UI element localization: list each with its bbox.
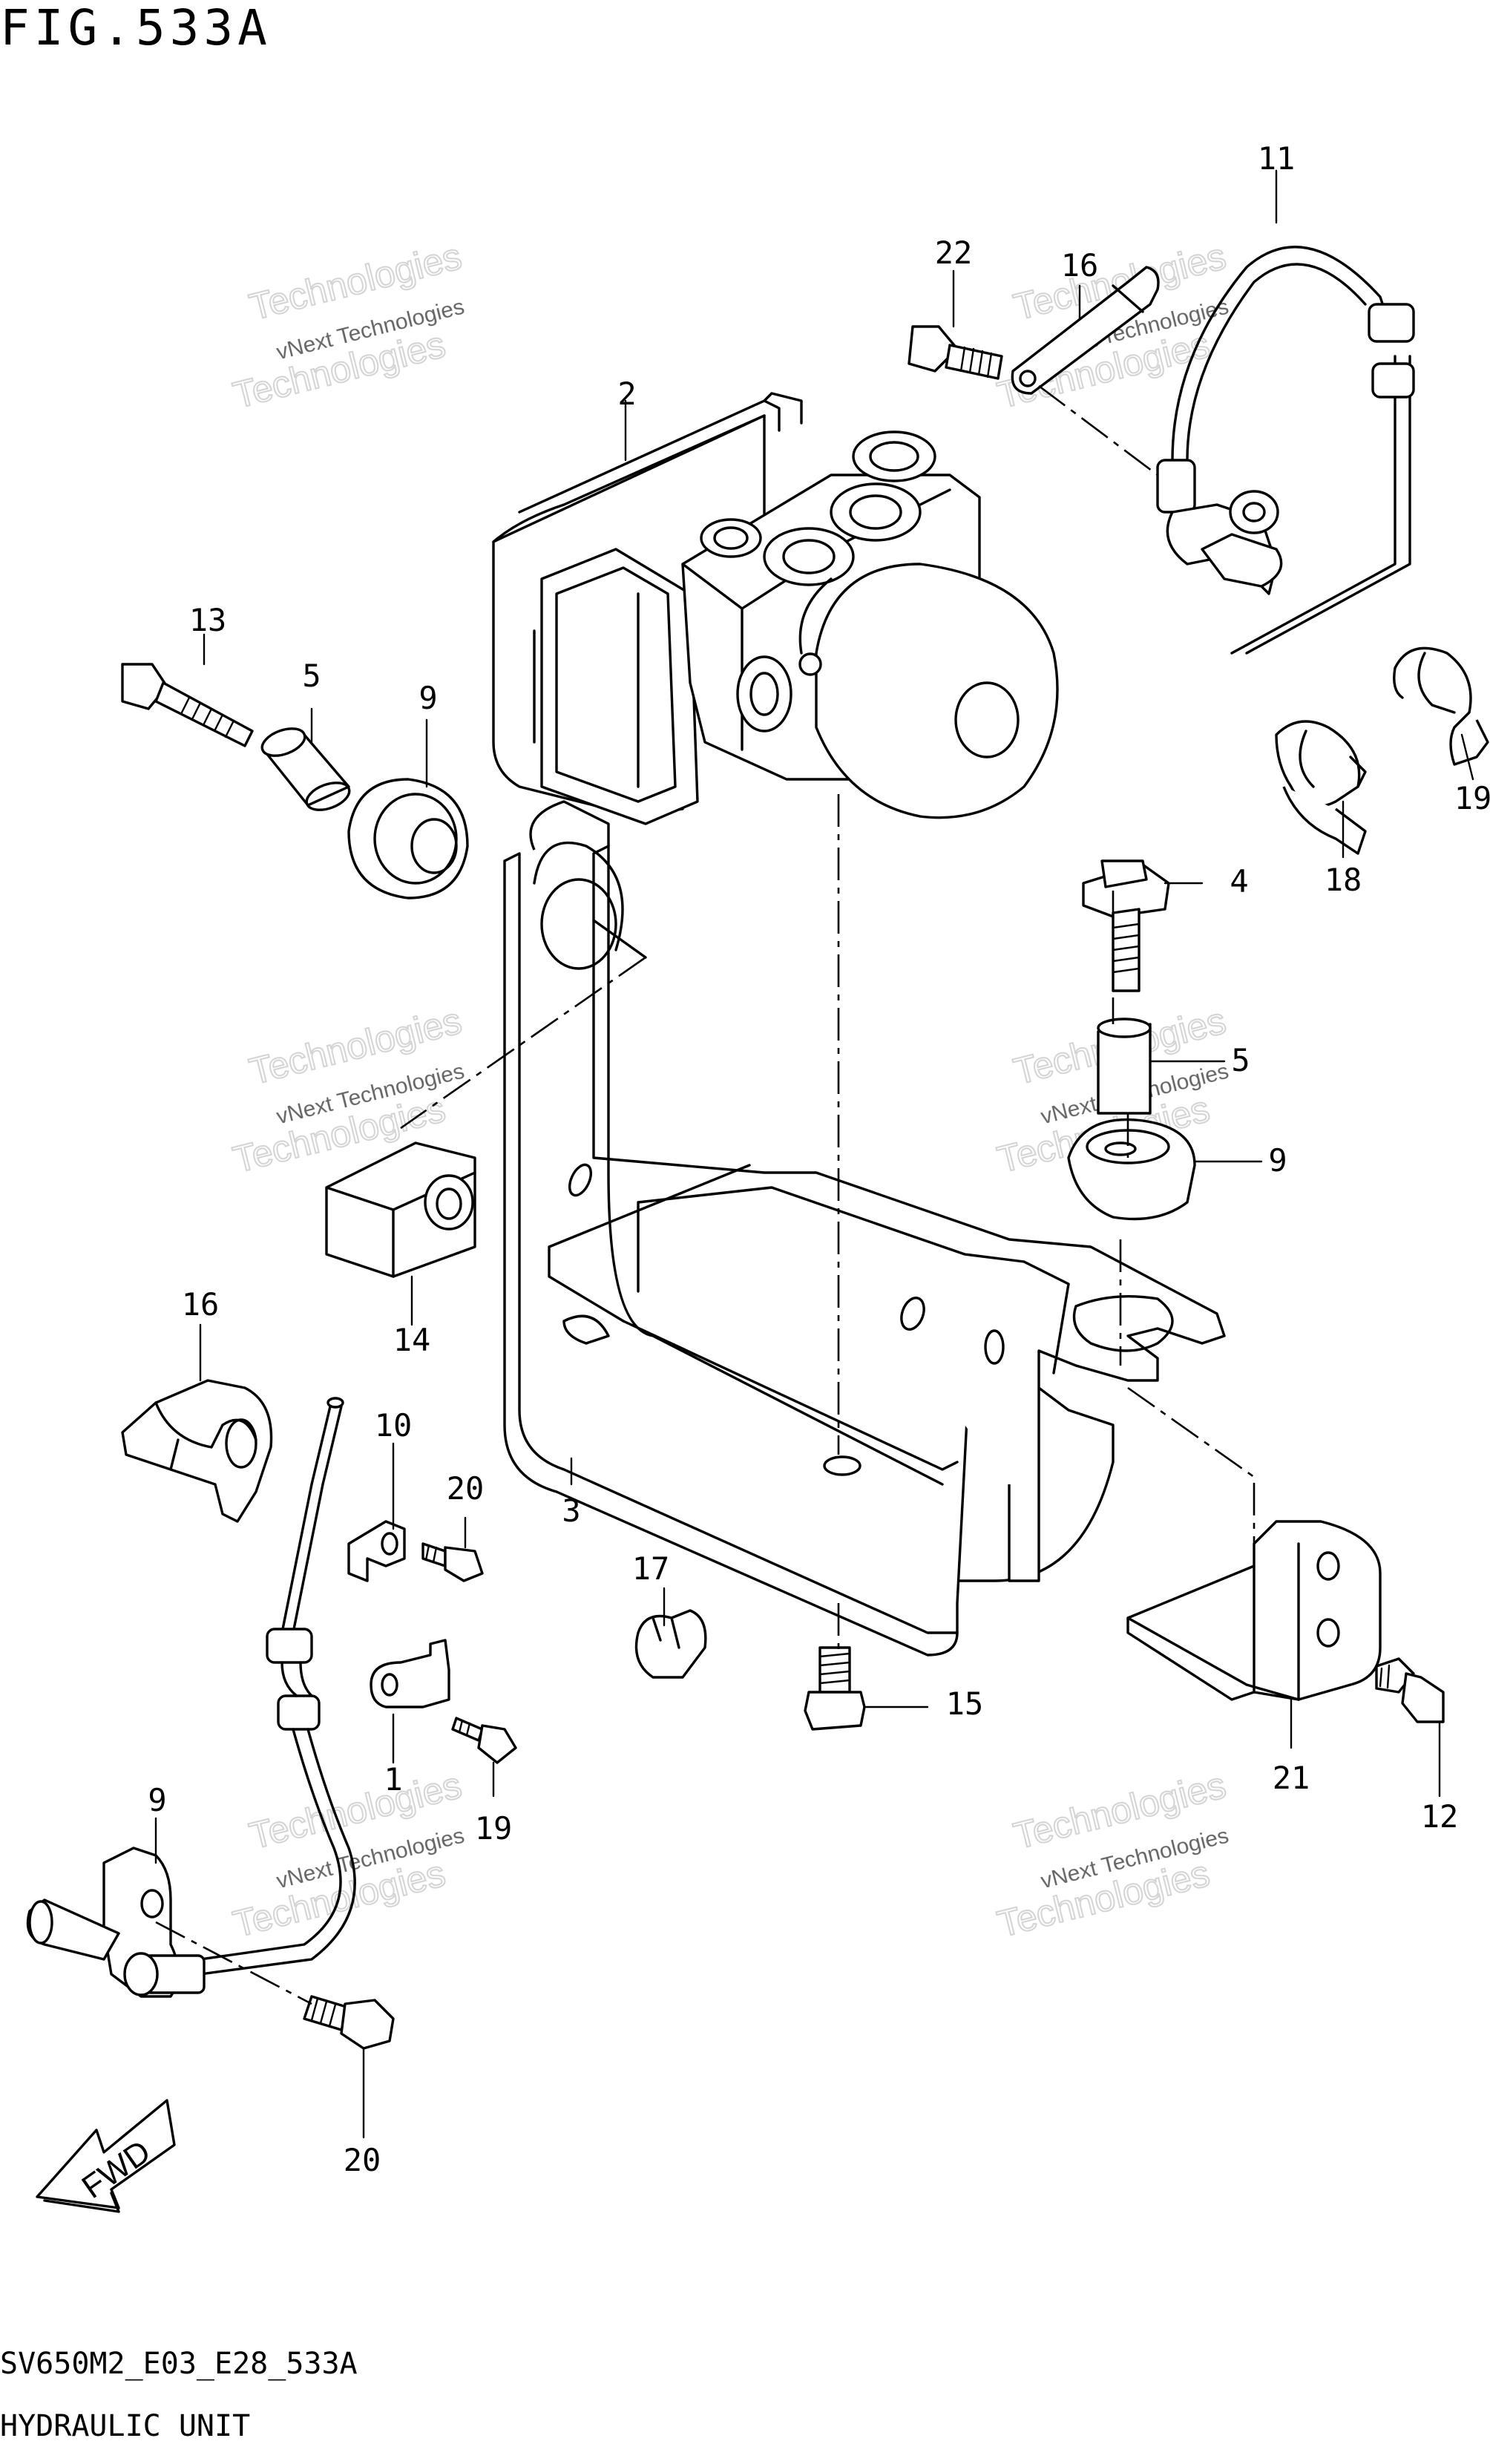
callout-22: 22 bbox=[935, 235, 973, 271]
part-8-sensor-cable bbox=[1156, 246, 1415, 655]
part-6-rear-sensor bbox=[26, 1397, 356, 1998]
callout-6: 9 bbox=[148, 1782, 166, 1818]
part-14-clamp bbox=[1393, 646, 1489, 766]
part-5-collar-upper bbox=[260, 727, 351, 811]
part-5-collar-lower bbox=[1097, 1018, 1152, 1115]
part-17-bolt bbox=[1375, 1657, 1445, 1723]
part-3-bracket bbox=[503, 800, 1226, 1657]
callout-4: 4 bbox=[1230, 863, 1248, 900]
watermark-1: Technologies vNext Technologies Technolo… bbox=[229, 235, 467, 417]
part-10-clamp bbox=[1011, 266, 1160, 395]
callout-16-upper: 20 bbox=[447, 1470, 485, 1507]
part-13-clamp bbox=[1275, 720, 1367, 855]
callout-3: 3 bbox=[562, 1493, 580, 1529]
callout-21: 20 bbox=[344, 2142, 381, 2178]
callout-13: 18 bbox=[1325, 862, 1362, 898]
figure-caption: HYDRAULIC UNIT bbox=[0, 2409, 250, 2443]
part-9-grommet-lower bbox=[1067, 1118, 1196, 1221]
callout-20: 21 bbox=[1273, 1760, 1310, 1796]
callout-18: 14 bbox=[393, 1322, 431, 1358]
callout-16-lower: 19 bbox=[475, 1810, 513, 1847]
watermark-6: Technologies vNext Technologies Technolo… bbox=[993, 1763, 1231, 1946]
part-21-bolt bbox=[303, 1995, 395, 2050]
part-1-clamp bbox=[370, 1639, 450, 1708]
callout-7: 10 bbox=[375, 1407, 413, 1444]
callout-15: 15 bbox=[946, 1685, 984, 1722]
part-12-clamp bbox=[634, 1609, 707, 1679]
callout-8: 11 bbox=[1258, 140, 1296, 177]
callout-9-lower: 9 bbox=[1268, 1142, 1287, 1179]
part-19-bolt bbox=[121, 663, 254, 747]
callout-5-upper: 5 bbox=[302, 658, 321, 694]
part-4-bolt bbox=[1082, 859, 1170, 992]
figure-title: FIG.533A bbox=[0, 0, 272, 56]
part-16-bolt-lower bbox=[451, 1717, 517, 1764]
callout-19: 13 bbox=[189, 602, 227, 638]
part-22-bolt bbox=[908, 325, 1003, 380]
callout-2: 2 bbox=[617, 376, 636, 412]
callout-17: 12 bbox=[1421, 1798, 1459, 1835]
callout-9-upper: 9 bbox=[419, 680, 437, 716]
callout-1: 1 bbox=[384, 1761, 402, 1798]
part-15-bolt bbox=[804, 1646, 866, 1731]
fwd-arrow-icon: FWD bbox=[36, 2099, 176, 2213]
part-2-hydraulic-unit bbox=[492, 392, 1059, 825]
callout-5-lower: 5 bbox=[1231, 1042, 1250, 1078]
assembly-lines bbox=[155, 384, 1256, 2005]
part-9-grommet-upper bbox=[347, 778, 469, 900]
callout-11: 16 bbox=[182, 1286, 220, 1323]
callout-14: 19 bbox=[1454, 780, 1490, 816]
part-16-bolt-upper bbox=[421, 1542, 484, 1582]
part-11-clamp bbox=[121, 1379, 273, 1523]
part-18-block bbox=[325, 1141, 476, 1278]
part-7-clamp bbox=[347, 1520, 406, 1582]
callout-12: 17 bbox=[632, 1550, 670, 1587]
leader-lines bbox=[154, 169, 1474, 2139]
callouts: 2 11 16 22 13 5 9 4 5 9 18 19 14 16 10 2… bbox=[148, 140, 1490, 2178]
part-20-bracket bbox=[1126, 1520, 1382, 1701]
callout-10: 16 bbox=[1061, 247, 1099, 284]
figure-code: SV650M2_E03_E28_533A bbox=[0, 2347, 358, 2381]
